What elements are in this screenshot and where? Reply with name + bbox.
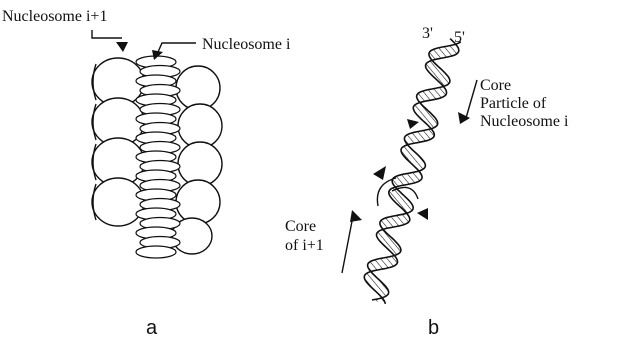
boundary-arrow-upper xyxy=(373,166,386,180)
label-5-prime: 5' xyxy=(454,29,465,46)
pointer-line-nucleosome-i xyxy=(158,43,196,52)
boundary-arrow-lower xyxy=(417,208,428,220)
nucleosome-stack-left xyxy=(92,58,144,226)
label-nucleosome-i: Nucleosome i xyxy=(202,36,291,53)
arrowhead-i-plus-1 xyxy=(116,42,128,52)
label-core-i-line2: Particle of xyxy=(480,95,547,112)
label-3-prime: 3' xyxy=(422,25,433,42)
panel-letter-b: b xyxy=(428,317,439,339)
panel-a-diagram xyxy=(92,56,222,258)
nucleosome-stack-right xyxy=(172,66,222,254)
arrowhead-core-next xyxy=(350,210,362,222)
pointer-line-core-i xyxy=(466,80,477,118)
label-nucleosome-i-plus-1: Nucleosome i+1 xyxy=(2,8,107,25)
label-core-i-line3: Nucleosome i xyxy=(480,113,569,130)
arrowhead-core-i xyxy=(458,112,470,124)
panel-letter-a: a xyxy=(146,317,158,339)
nucleosome-disc xyxy=(136,246,176,258)
pointer-line-i-plus-1 xyxy=(92,30,122,38)
boundary-arrow-top xyxy=(407,119,419,129)
label-core-next-line2: of i+1 xyxy=(285,237,324,254)
label-core-next-line1: Core xyxy=(285,218,316,235)
label-core-i-line1: Core xyxy=(480,77,511,94)
pointer-line-core-next xyxy=(342,216,353,273)
